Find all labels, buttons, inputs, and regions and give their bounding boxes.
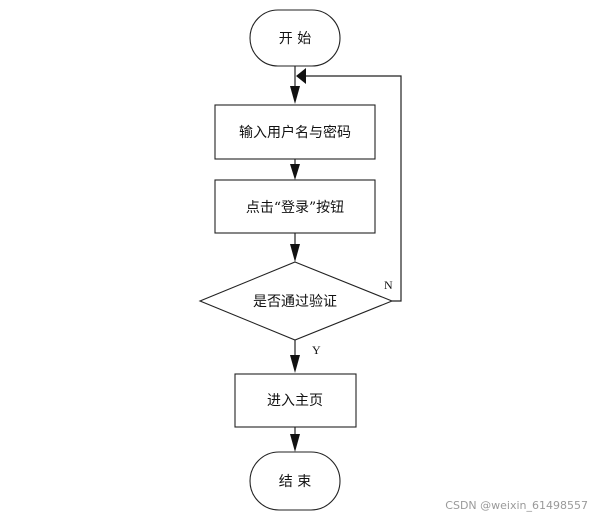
yes-branch-label: Y: [312, 343, 321, 357]
verify-decision-label: 是否通过验证: [253, 294, 337, 310]
start-node: 开 始: [249, 9, 341, 67]
enter-homepage-label: 进入主页: [267, 393, 323, 409]
loop-arrowhead: [296, 68, 306, 84]
no-branch-label: N: [384, 278, 393, 292]
verify-decision: 是否通过验证: [198, 261, 394, 341]
click-login-label: 点击“登录”按钮: [246, 200, 344, 216]
click-login-step: 点击“登录”按钮: [214, 179, 376, 234]
arrow-decision-to-home: [290, 340, 300, 373]
arrow-input-to-click: [290, 159, 300, 180]
input-credentials-step: 输入用户名与密码: [214, 104, 376, 160]
input-credentials-label: 输入用户名与密码: [239, 124, 351, 141]
enter-homepage-step: 进入主页: [234, 373, 357, 428]
arrow-home-to-end: [290, 427, 300, 452]
arrow-start-to-input: [290, 66, 300, 104]
start-node-label: 开 始: [279, 31, 311, 47]
end-node-label: 结 束: [279, 474, 311, 490]
arrow-click-to-decision: [290, 233, 300, 262]
no-branch-connector: [306, 75, 402, 302]
csdn-watermark: CSDN @weixin_61498557: [445, 499, 588, 512]
end-node: 结 束: [249, 451, 341, 511]
